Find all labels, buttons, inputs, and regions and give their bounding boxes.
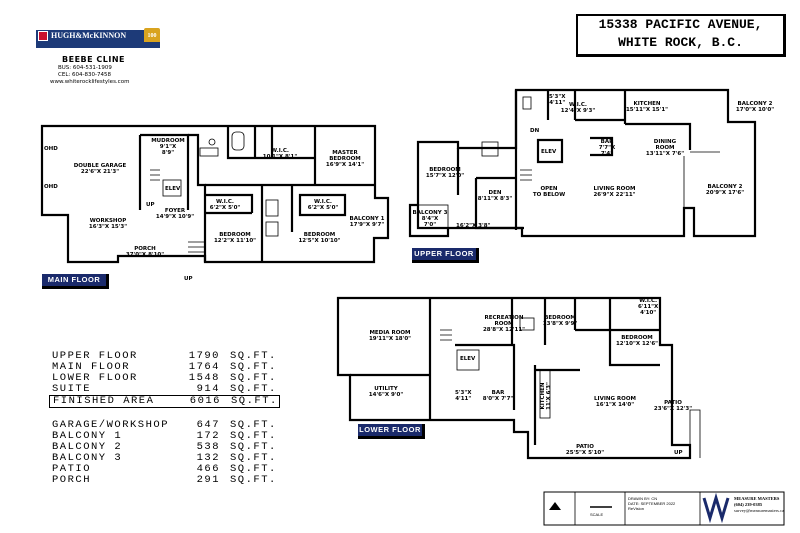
stair-up-porch: UP [184,276,193,282]
measure-masters-logo-icon [702,492,730,524]
room-main-wic: W.I.C.10'1"X 8'1" [262,148,298,160]
agent-website: www.whiterocklifestyles.com [50,79,130,85]
address-line-2: WHITE ROCK, B.C. [618,35,743,50]
stair-up-main: UP [146,202,155,208]
drawing-date: DATE: SEPTEMBER 2022 [628,501,676,506]
room-upper-wic: W.I.C.12'4"X 9'3" [560,102,596,114]
surveyor-email: survey@measuremasters.ca [734,508,784,513]
door-ohd-1: OHD [44,146,58,152]
agent-cell-phone: CEL: 604-830-7458 [58,72,111,78]
agent-info: BEEBE CLINE BUS: 604-531-1909 CEL: 604-8… [50,54,129,86]
upper-floor-label: UPPER FLOOR [412,248,479,263]
seal-icon: 100 [144,28,160,44]
surveyor-phone: (604) 239-0385 [734,502,763,507]
drawn-by: DRAWN BY: CN [628,496,658,501]
surveyor-info: MEASURE MASTERS (604) 239-0385 survey@me… [734,496,784,514]
main-floor-walls [40,124,390,264]
address-title: 15338 PACIFIC AVENUE, WHITE ROCK, B.C. [576,14,786,57]
scale-label: SCALE [590,512,604,517]
logo-text: HUGH&McKINNON [51,31,127,40]
agent-bus-phone: BUS: 604-531-1909 [58,65,112,71]
brokerage-logo: HUGH&McKINNON 100 [36,28,160,44]
address-line-1: 15338 PACIFIC AVENUE, [598,17,763,32]
balcony-3-dim: 16'2"X 3'8" [456,223,491,229]
lower-floor-label: LOWER FLOOR [358,424,425,439]
revision: ReVision [628,506,644,511]
logo-stripe [36,42,160,48]
flag-icon [38,31,48,41]
main-floor-fixtures [150,131,279,253]
drawing-info: DRAWN BY: CN DATE: SEPTEMBER 2022 ReVisi… [628,496,675,511]
main-floor-label: MAIN FLOOR [42,274,109,289]
stair-up-lower: UP [674,450,683,456]
room-wic-3: W.I.C.6'2"X 5'0" [307,199,339,211]
room-wic-2: W.I.C.6'2"X 5'0" [209,199,241,211]
upper-floor-fixtures [409,96,720,237]
elevator-lower: ELEV [460,356,476,362]
north-arrow-icon [549,502,561,510]
elevator-upper: ELEV [541,149,557,155]
titleblock-graphics [543,491,785,526]
surveyor-company: MEASURE MASTERS [734,496,780,501]
door-ohd-2: OHD [44,184,58,190]
agent-name: BEEBE CLINE [62,55,125,64]
elevator-main: ELEV [165,186,181,192]
stair-dn-upper: DN [530,128,540,134]
lower-floor-fixtures [440,317,701,458]
